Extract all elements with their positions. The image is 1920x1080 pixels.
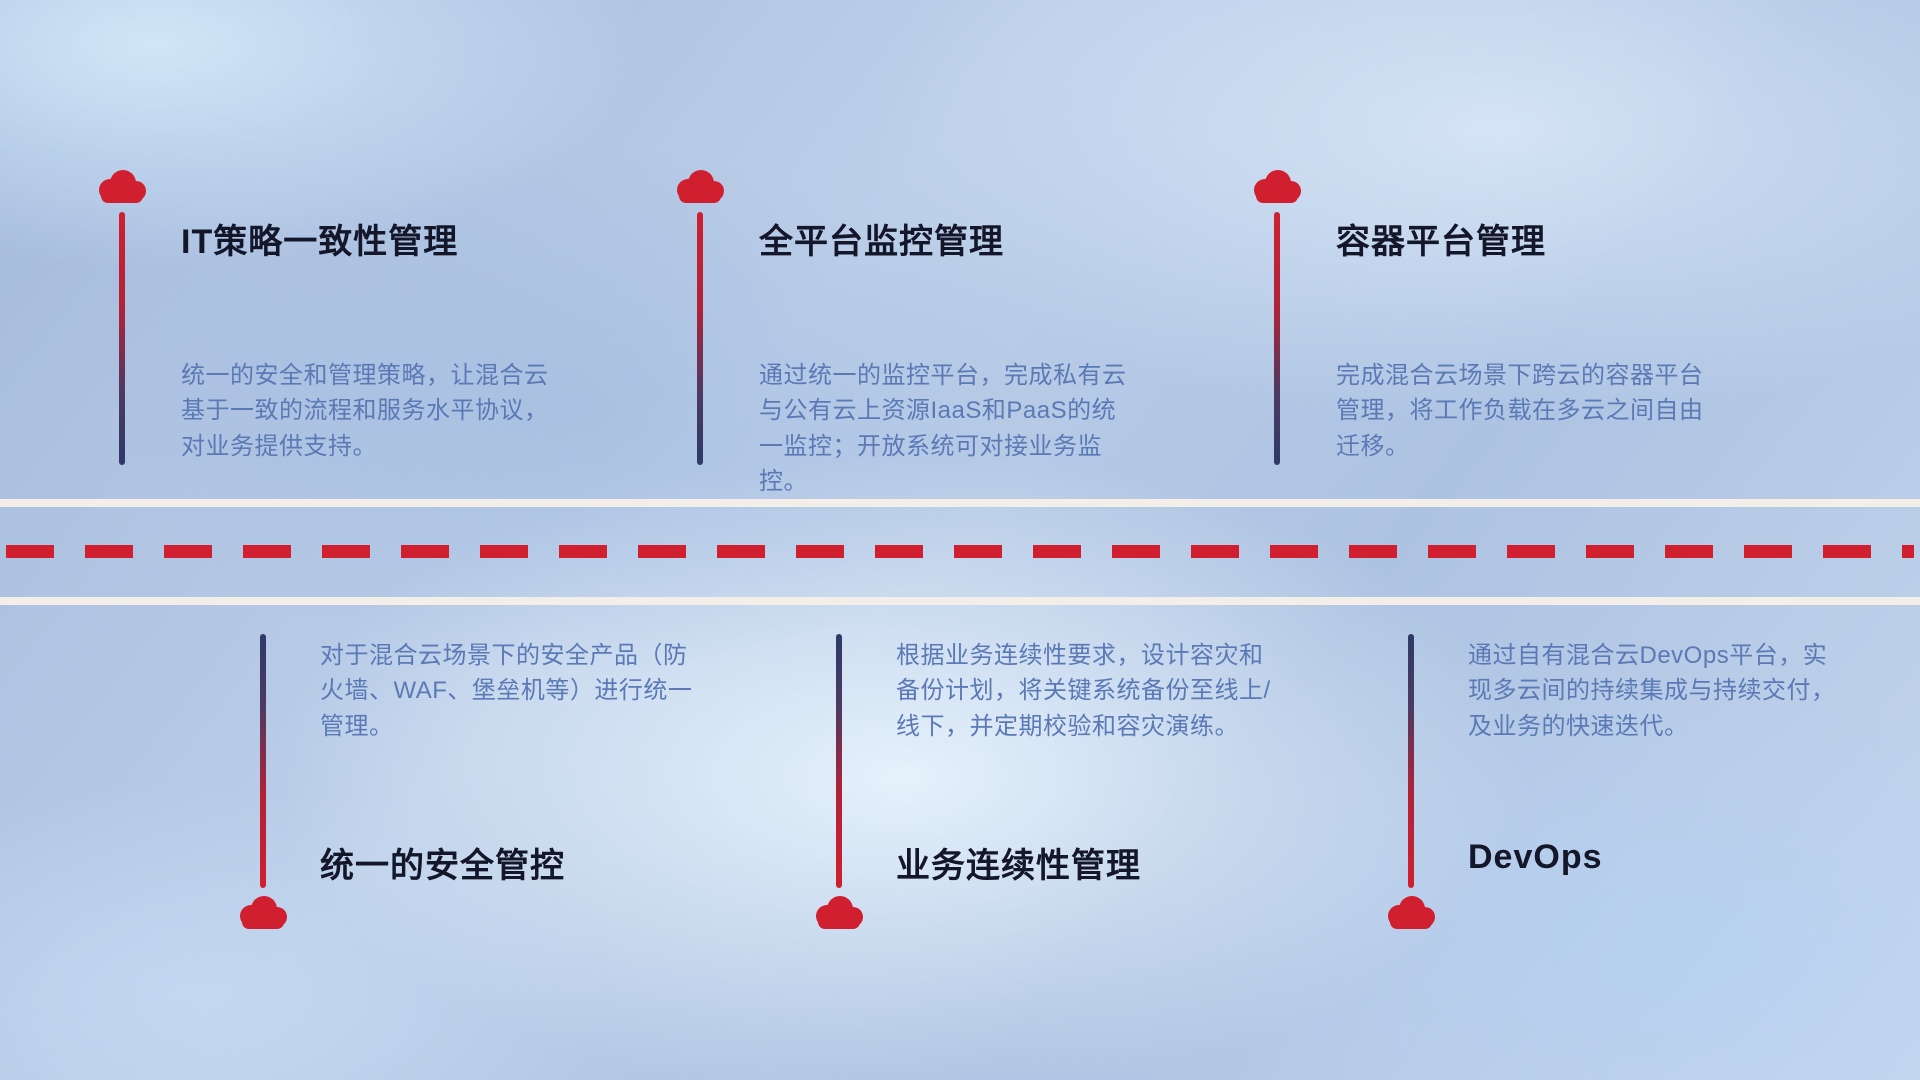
road-line-top (0, 499, 1920, 507)
capability-item-platform-monitoring: 全平台监控管理 通过统一的监控平台，完成私有云与公有云上资源IaaS和PaaS的… (677, 0, 1126, 1080)
capability-item-it-policy: IT策略一致性管理 统一的安全和管理策略，让混合云基于一致的流程和服务水平协议，… (99, 0, 548, 1080)
capability-item-container-platform: 容器平台管理 完成混合云场景下跨云的容器平台管理，将工作负载在多云之间自由迁移。 (1254, 0, 1703, 1080)
capability-item-unified-security: 对于混合云场景下的安全产品（防火墙、WAF、堡垒机等）进行统一管理。 统一的安全… (240, 0, 692, 1080)
connector-line (260, 634, 266, 888)
item-title: IT策略一致性管理 (181, 223, 459, 261)
item-title: DevOps (1468, 838, 1603, 876)
cloud-icon (672, 168, 728, 206)
item-description: 统一的安全和管理策略，让混合云基于一致的流程和服务水平协议，对业务提供支持。 (181, 362, 549, 460)
connector-line (119, 212, 125, 465)
item-description: 完成混合云场景下跨云的容器平台管理，将工作负载在多云之间自由迁移。 (1336, 362, 1704, 460)
connector-line (1274, 212, 1280, 465)
item-title: 容器平台管理 (1336, 223, 1546, 261)
cloud-icon (811, 894, 867, 932)
connector-line (697, 212, 703, 465)
cloud-icon (1383, 894, 1439, 932)
item-description: 通过统一的监控平台，完成私有云与公有云上资源IaaS和PaaS的统一监控；开放系… (759, 362, 1127, 495)
item-description: 对于混合云场景下的安全产品（防火墙、WAF、堡垒机等）进行统一管理。 (320, 642, 693, 740)
capability-item-business-continuity: 根据业务连续性要求，设计容灾和备份计划，将关键系统备份至线上/线下，并定期校验和… (816, 0, 1270, 1080)
road-dashed-line (6, 545, 1914, 558)
cloud-icon (94, 168, 150, 206)
item-title: 统一的安全管控 (320, 847, 565, 885)
capability-item-devops: 通过自有混合云DevOps平台，实现多云间的持续集成与持续交付，及业务的快速迭代… (1388, 0, 1835, 1080)
cloud-icon (1249, 168, 1305, 206)
connector-line (1408, 634, 1414, 888)
item-description: 根据业务连续性要求，设计容灾和备份计划，将关键系统备份至线上/线下，并定期校验和… (896, 642, 1271, 740)
item-title: 业务连续性管理 (896, 847, 1141, 885)
road-line-bottom (0, 597, 1920, 605)
connector-line (836, 634, 842, 888)
item-description: 通过自有混合云DevOps平台，实现多云间的持续集成与持续交付，及业务的快速迭代… (1468, 642, 1836, 740)
item-title: 全平台监控管理 (759, 223, 1004, 261)
cloud-icon (235, 894, 291, 932)
